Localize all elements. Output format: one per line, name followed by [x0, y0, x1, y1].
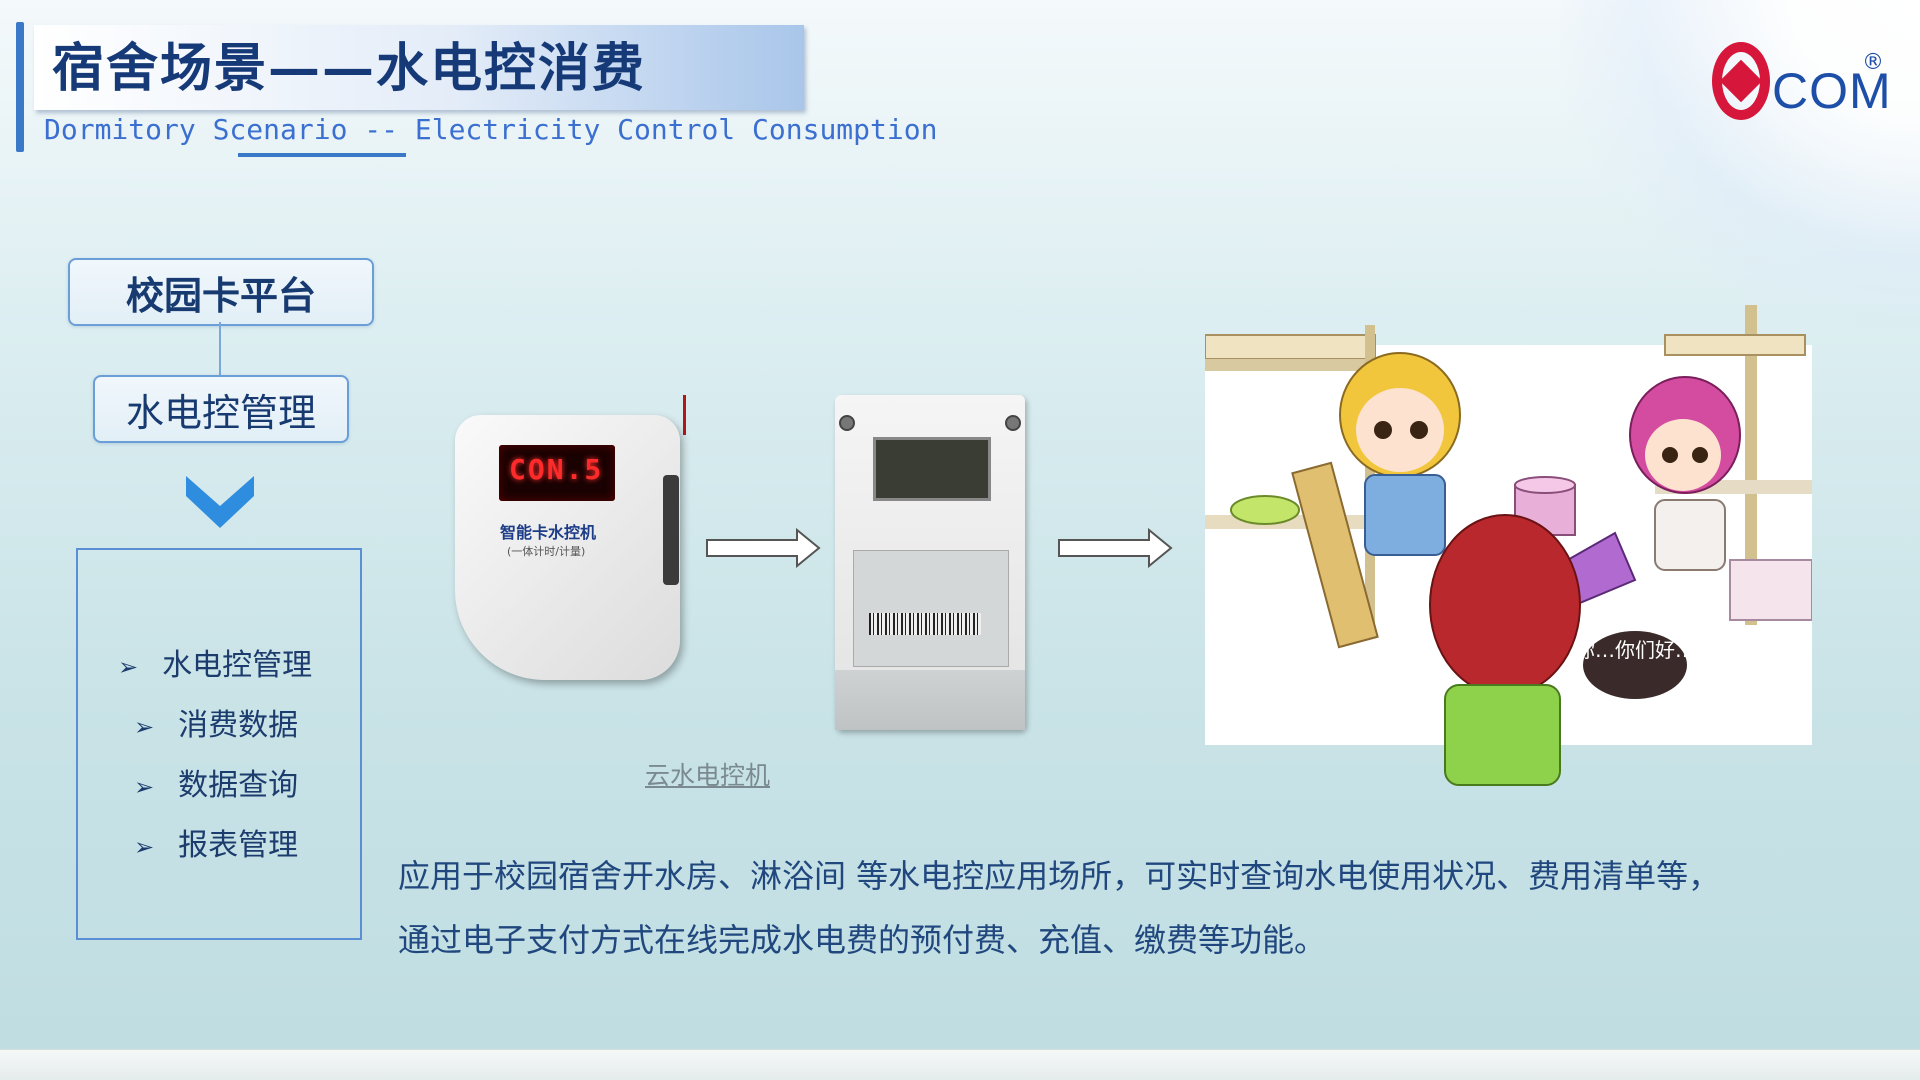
logo-text: COM	[1772, 63, 1892, 119]
speech-bubble-text: 你…你们好…	[1575, 638, 1695, 662]
list-item: ➢报表管理	[134, 828, 299, 863]
utility-control-node: 水电控管理	[93, 375, 349, 443]
meter-lcd	[873, 437, 991, 501]
footer-band	[0, 1049, 1920, 1080]
device-sublabel: (一体计时/计量)	[507, 545, 586, 558]
subtitle-underline	[238, 153, 406, 157]
meter-terminal-cover	[835, 670, 1025, 730]
arrow-right-icon	[1058, 528, 1173, 568]
title-box	[34, 25, 804, 110]
cloud-utility-meter-image	[835, 395, 1025, 730]
barcode	[869, 613, 981, 635]
meter-nameplate	[853, 550, 1009, 667]
logo-ring-icon	[1712, 42, 1770, 120]
campus-card-platform-node: 校园卡平台	[68, 258, 374, 326]
page-title: 宿舍场景——水电控消费	[52, 38, 647, 99]
title-accent-bar	[16, 22, 24, 152]
description-line-1: 应用于校园宿舍开水房、淋浴间 等水电控应用场所，可实时查询水电使用状况、费用清单…	[398, 857, 1721, 895]
arrow-right-icon	[706, 528, 821, 568]
registered-mark: ®	[1862, 50, 1884, 75]
list-item: ➢水电控管理	[118, 648, 313, 683]
meter-caption: 云水电控机	[645, 761, 771, 790]
feature-list-box: ➢水电控管理 ➢消费数据 ➢数据查询 ➢报表管理	[76, 548, 362, 940]
device-label: 智能卡水控机	[500, 523, 597, 542]
page-subtitle: Dormitory Scenario -- Electricity Contro…	[44, 113, 938, 146]
company-logo: COM ®	[1708, 42, 1908, 132]
node-connector	[219, 322, 221, 375]
led-display: CON.5	[499, 445, 615, 501]
description-line-2: 通过电子支付方式在线完成水电费的预付费、充值、缴费等功能。	[398, 921, 1327, 959]
list-item: ➢数据查询	[134, 768, 299, 803]
dormitory-cartoon-illustration: 你…你们好…	[1205, 305, 1812, 786]
chevron-down-icon	[186, 476, 254, 528]
device-wire	[683, 395, 686, 435]
description-text: 应用于校园宿舍开水房、淋浴间 等水电控应用场所，可实时查询水电使用状况、费用清单…	[398, 844, 1888, 972]
list-item: ➢消费数据	[134, 708, 299, 743]
smart-card-water-controller-image: CON.5 智能卡水控机 (一体计时/计量)	[455, 395, 686, 680]
